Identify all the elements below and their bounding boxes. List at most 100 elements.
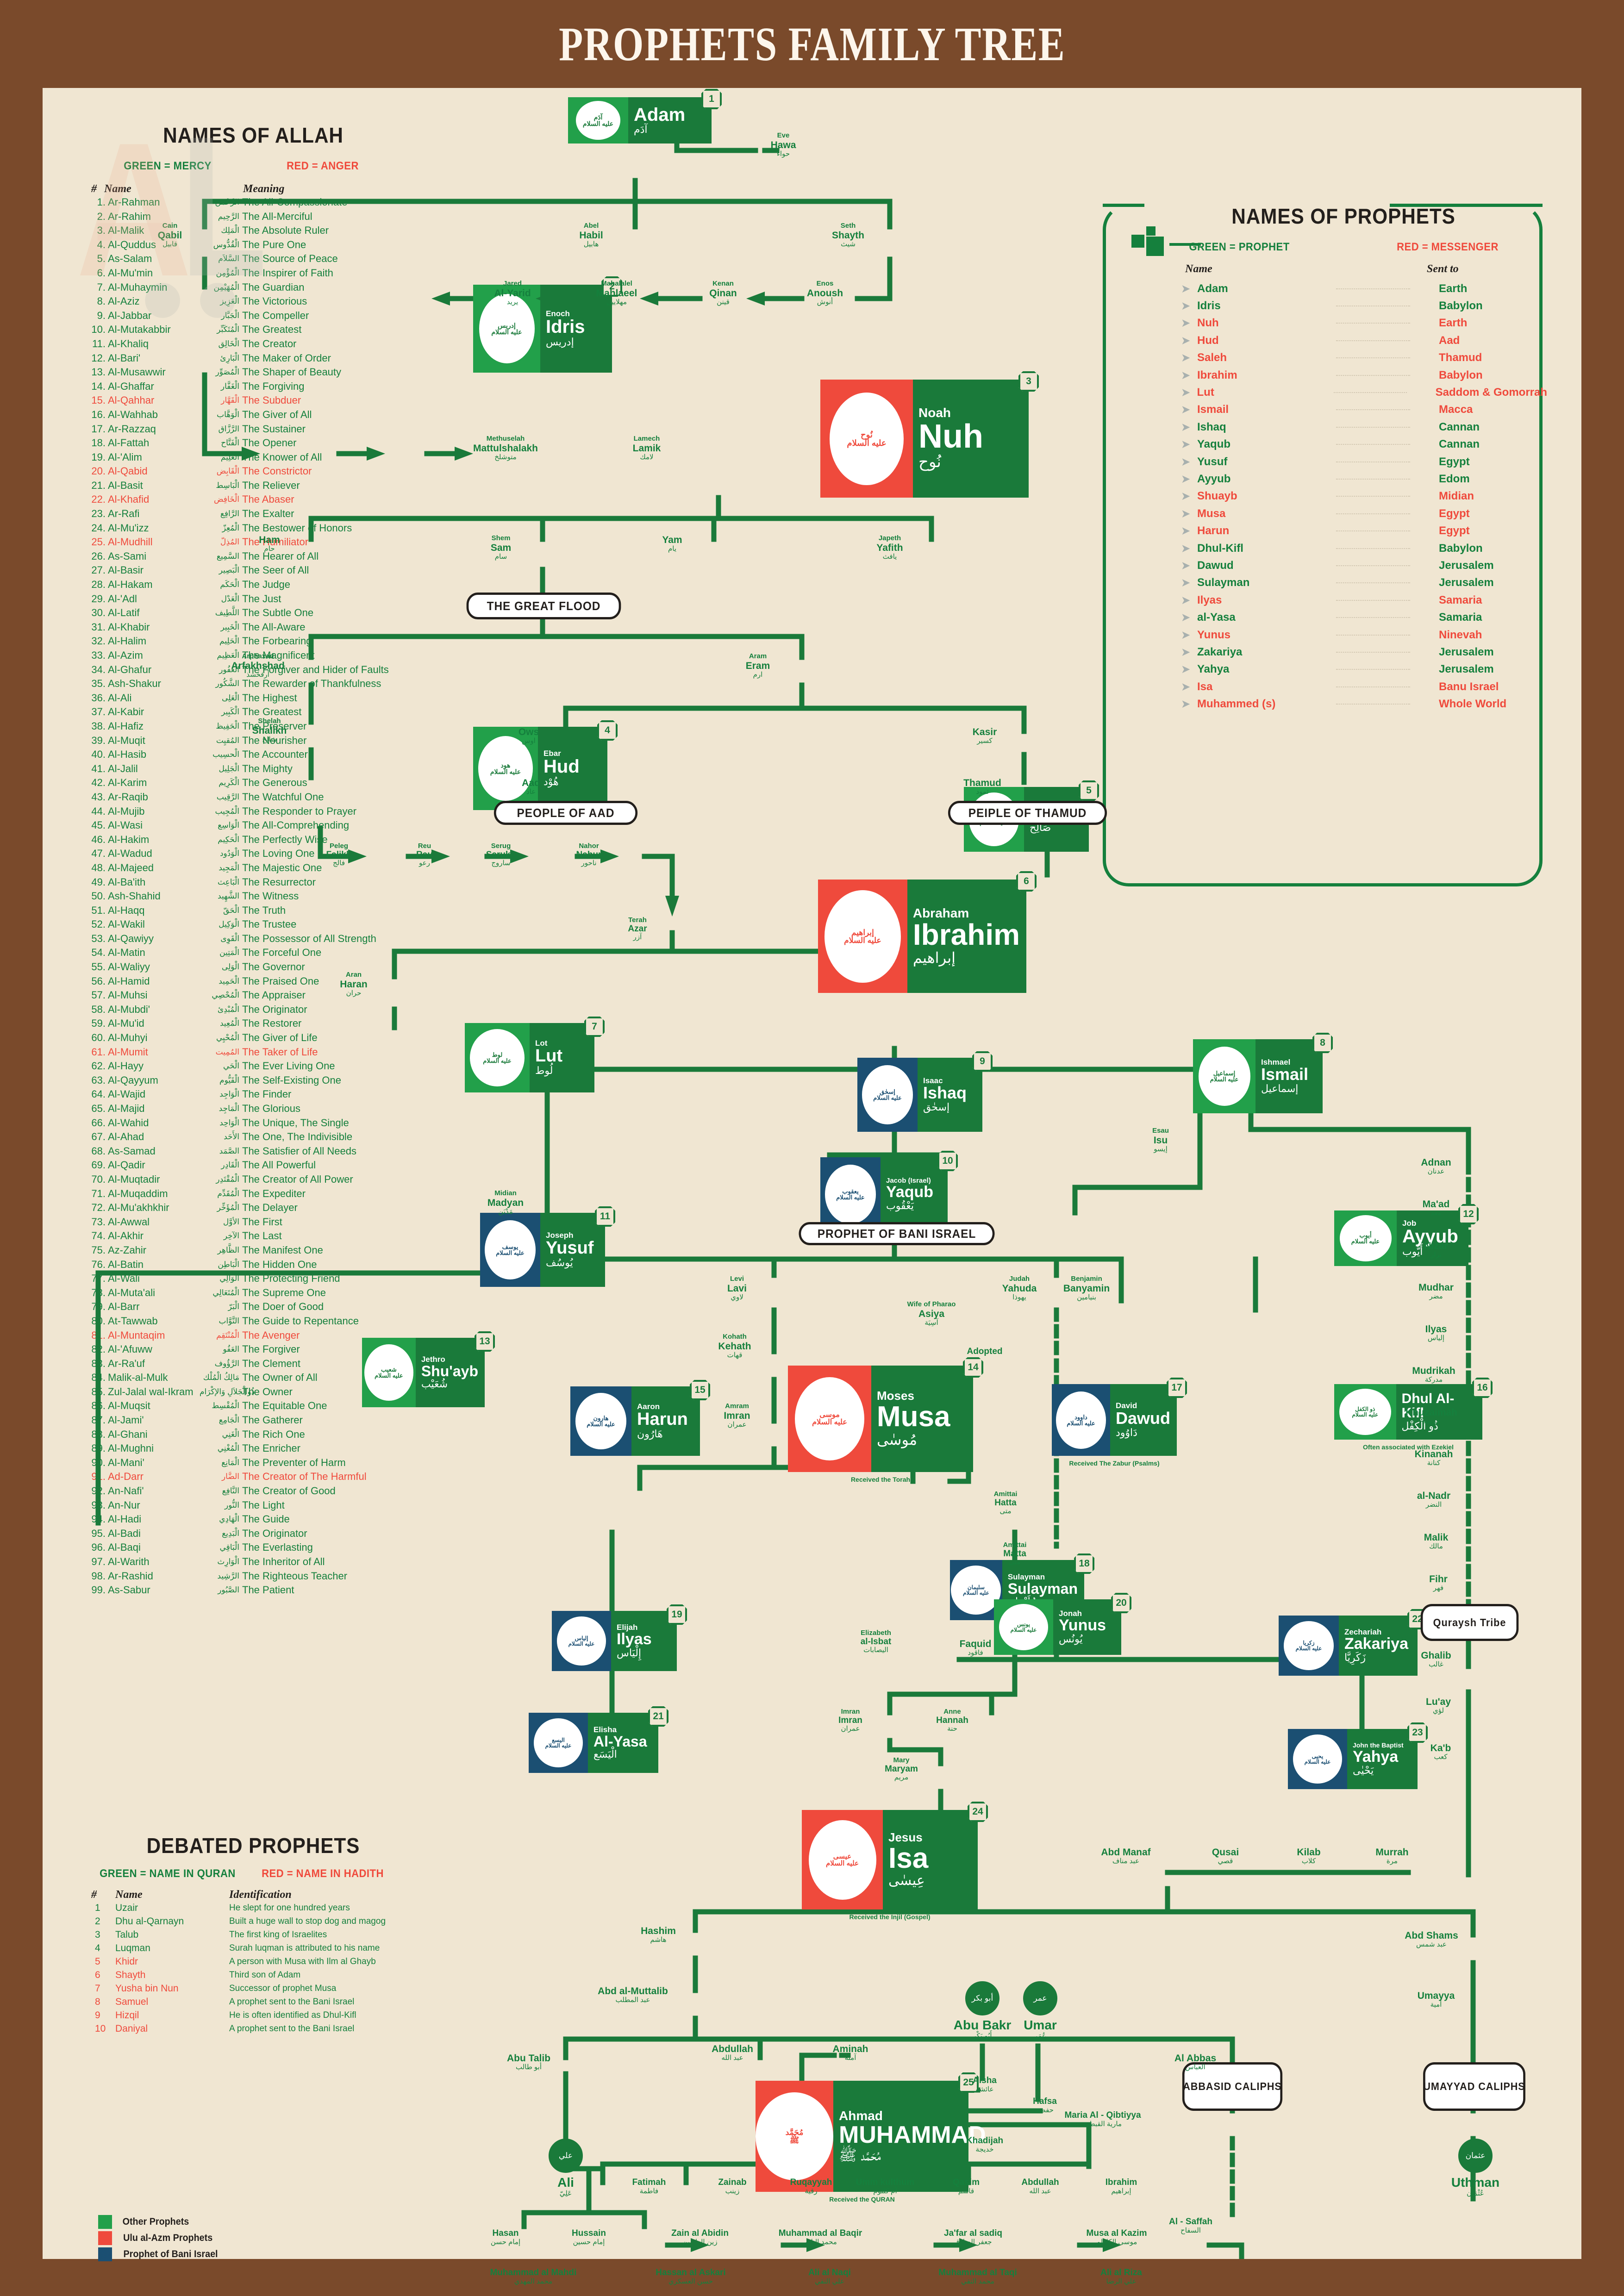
prophet-sent-to: Egypt bbox=[1439, 524, 1470, 537]
node-name-arabic: ثمود bbox=[976, 788, 989, 796]
row-number: 43. bbox=[91, 791, 106, 803]
node-alt-name: Terah bbox=[628, 916, 647, 924]
row-number: 49. bbox=[91, 876, 106, 888]
card-name-alt: Ahmad bbox=[839, 2109, 883, 2123]
row-identification: The first king of Israelites bbox=[229, 1930, 327, 1940]
card-name-alt: Jonah bbox=[1059, 1609, 1082, 1618]
medallion-uthman[interactable]: عثمان Uthman عُثْمَان bbox=[1434, 2139, 1517, 2197]
medallion-umar[interactable]: عمر Umar عُمَر bbox=[999, 1981, 1082, 2040]
node-alt-name: Levi bbox=[730, 1275, 744, 1283]
row-meaning: The Everlasting bbox=[242, 1541, 313, 1554]
badge-order: 14 bbox=[963, 1357, 983, 1378]
medallion-abu-bakr[interactable]: أبو بكر Abu Bakr أَبُو بَكْر bbox=[938, 1981, 1026, 2040]
node-name-arabic: عبد مناف bbox=[1112, 1857, 1140, 1866]
node-name-arabic: معد bbox=[1430, 1209, 1442, 1217]
card-name-ar: إسماعيل bbox=[1261, 1083, 1299, 1095]
row-number: 39. bbox=[91, 734, 106, 746]
node-name: Musa al Kazim bbox=[1086, 2228, 1147, 2238]
row-name-arabic: الْقَيُّوم bbox=[219, 1075, 239, 1085]
row-meaning: The Owner of All bbox=[242, 1372, 318, 1384]
row-name: Al-Qawiyy bbox=[108, 932, 154, 944]
card-text: Jonah Yunus يُونُس bbox=[1053, 1599, 1112, 1655]
prophet-name: Nuh bbox=[1197, 317, 1219, 330]
row-name: Dhu al-Qarnayn bbox=[115, 1916, 184, 1927]
row-meaning: The Manifest One bbox=[242, 1244, 323, 1256]
node-alt-name: Wife of Pharao bbox=[907, 1300, 956, 1308]
node-name-arabic: عدنان bbox=[1427, 1167, 1445, 1176]
pill-label: PEOPLE OF AAD bbox=[517, 805, 615, 820]
node-name: Kilab bbox=[1297, 1847, 1321, 1858]
row-name: Talub bbox=[115, 1929, 139, 1940]
card-name-ar: إِلْيَاس bbox=[617, 1647, 642, 1659]
node-name-arabic: أرفخشذ bbox=[246, 670, 269, 679]
prophet-name: Isa bbox=[1197, 680, 1213, 693]
row-name: Al-Muhaymin bbox=[108, 281, 168, 293]
node-name: Adopted bbox=[967, 1347, 1003, 1356]
row-name: Al-Ghafur bbox=[108, 663, 152, 675]
row-name-arabic: الْبَصِير bbox=[219, 566, 239, 575]
pill-prophet-of-bani-israel: PROPHET OF BANI ISRAEL bbox=[799, 1222, 995, 1245]
card-text: Elisha Al-Yasa الْيَسَع bbox=[588, 1713, 654, 1773]
row-name-arabic: الْوَهَّاب bbox=[217, 410, 239, 419]
node-name-arabic: مالك bbox=[1429, 1542, 1443, 1551]
row-name: As-Salam bbox=[108, 253, 152, 265]
row-number: 36. bbox=[91, 692, 106, 704]
node-name: Abu Talib bbox=[506, 2053, 551, 2064]
medallion-ali[interactable]: علي Ali عَلِيّ bbox=[531, 2139, 600, 2197]
legend-green-prophet: GREEN = PROPHET bbox=[1189, 241, 1290, 253]
row-name: Ar-Rahim bbox=[108, 210, 151, 222]
node-name: Shayth bbox=[831, 230, 865, 241]
node-name: Al Abbas bbox=[1174, 2053, 1217, 2064]
pill-abbasid-caliphs: ABBASID CALIPHS bbox=[1182, 2062, 1283, 2111]
node-name: Adnan bbox=[1421, 1157, 1451, 1168]
card-name-en: Lut bbox=[535, 1046, 563, 1066]
row-name-arabic: الآخِر bbox=[223, 1231, 239, 1241]
row-name: Al-Hakam bbox=[108, 579, 153, 591]
card-name-en: Adam bbox=[634, 104, 686, 125]
card-name-ar: يُونُس bbox=[1059, 1633, 1083, 1645]
row-name-arabic: النَّافِع bbox=[222, 1486, 239, 1496]
row-name-arabic: الْبَاطِن bbox=[218, 1260, 239, 1269]
node-name-arabic: فهر bbox=[1433, 1584, 1444, 1592]
node-name: Anoush bbox=[806, 287, 843, 299]
